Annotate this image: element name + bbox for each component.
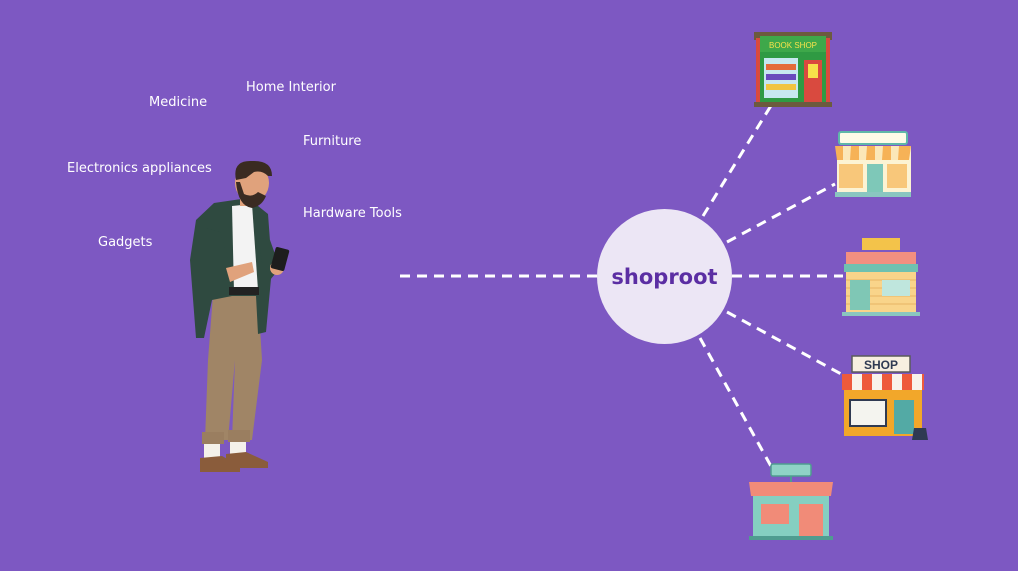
category-furniture: Furniture <box>303 134 362 149</box>
book-shop-sign: BOOK SHOP <box>769 41 817 50</box>
shoproot-hub: shoproot <box>597 209 732 344</box>
category-medicine: Medicine <box>149 95 208 110</box>
hub-label: shoproot <box>611 264 718 289</box>
connector-hub-to-shop-4 <box>726 310 844 377</box>
category-home-interior: Home Interior <box>246 80 336 95</box>
storefront-icon <box>842 238 920 316</box>
storefront-icon <box>835 131 911 197</box>
shop-sign: SHOP <box>864 358 898 372</box>
category-electronics-appliances: Electronics appliances <box>67 161 212 176</box>
category-hardware-tools: Hardware Tools <box>303 206 402 221</box>
connector-hub-to-shop-2 <box>726 182 836 244</box>
category-gadgets: Gadgets <box>98 235 153 250</box>
book-shop-icon: BOOK SHOP <box>754 32 832 107</box>
connector-hub-to-book-shop <box>701 103 774 217</box>
connector-hub-to-shop-5 <box>698 337 774 469</box>
storefront-icon <box>749 463 833 540</box>
storefront-icon: SHOP <box>842 355 928 440</box>
